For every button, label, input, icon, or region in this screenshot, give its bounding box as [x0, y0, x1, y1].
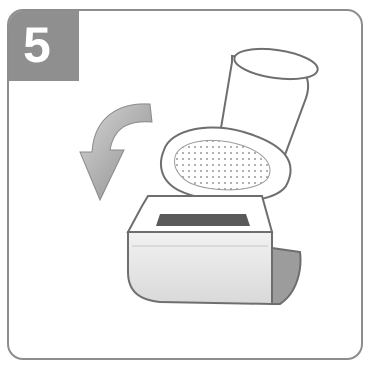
- curved-arrow-icon: [80, 104, 152, 200]
- inhaler-body: [128, 196, 300, 304]
